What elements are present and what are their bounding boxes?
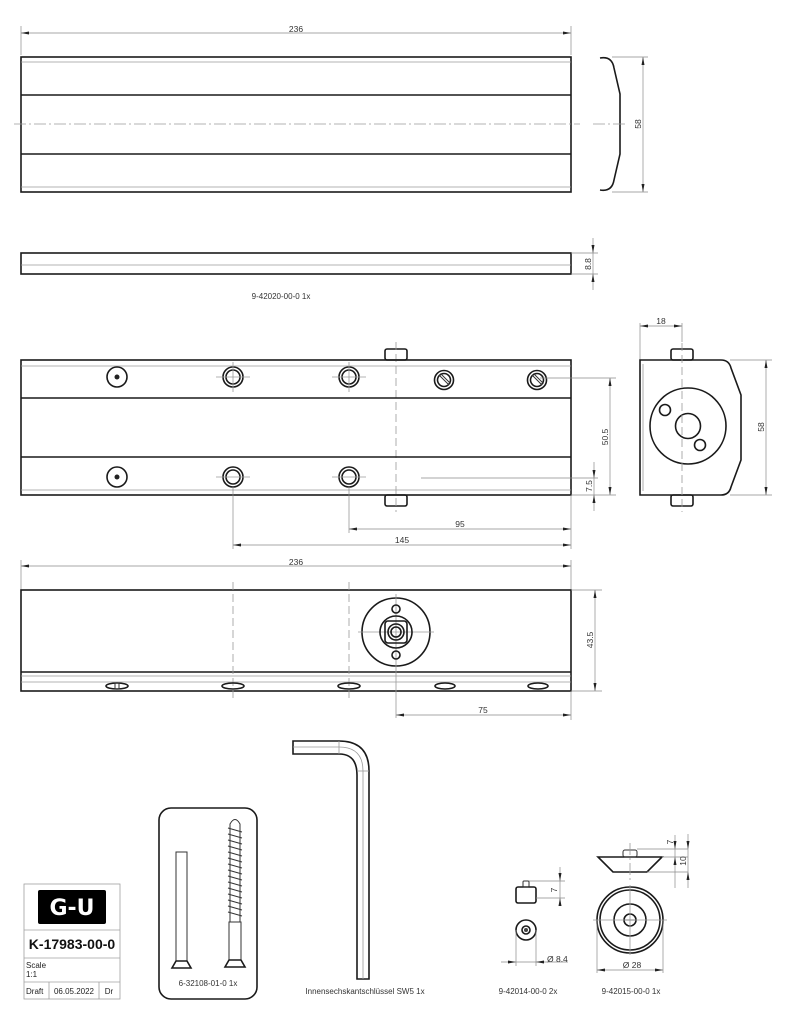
dim-cover-height: 58 bbox=[633, 119, 643, 129]
part-label-screws: 6-32108-01-0 1x bbox=[179, 979, 238, 988]
slotted-screw bbox=[433, 369, 455, 391]
dim-145: 145 bbox=[395, 535, 409, 545]
dim-bottom-length: 236 bbox=[289, 557, 303, 567]
scale-value: 1:1 bbox=[26, 970, 38, 979]
dim-large-cap-height: 10 bbox=[678, 856, 688, 866]
dim-cover-length: 236 bbox=[289, 24, 303, 34]
cover-side-view: 8.8 9-42020-00-0 1x bbox=[20, 238, 598, 301]
part-label-cover: 9-42020-00-0 1x bbox=[252, 292, 311, 301]
dim-large-cap-diameter: Ø 28 bbox=[623, 960, 642, 970]
dim-end-height: 58 bbox=[756, 422, 766, 432]
scale-label: Scale bbox=[26, 961, 47, 970]
large-cap-accessory: 7 10 Ø 28 9-42015-00-0 1x bbox=[593, 834, 690, 996]
cover-top-view: 236 58 bbox=[14, 24, 648, 193]
slotted-screw bbox=[526, 369, 548, 391]
part-label-hex-key: Innensechskantschlüssel SW5 1x bbox=[305, 987, 424, 996]
screws-accessory: 6-32108-01-0 1x bbox=[158, 807, 258, 1000]
dim-75: 75 bbox=[478, 705, 488, 715]
dim-small-cap-height: 7 bbox=[549, 887, 559, 892]
body-end-view: 18 58 bbox=[639, 316, 772, 512]
dim-bottom-height: 43.5 bbox=[585, 631, 595, 648]
dim-large-cap-top: 7 bbox=[665, 839, 675, 844]
body-front-view: 95 145 50.5 7.5 bbox=[20, 342, 616, 549]
dim-95: 95 bbox=[455, 519, 465, 529]
drawing-date: 06.05.2022 bbox=[54, 987, 95, 996]
body-bottom-view: 236 43.5 75 bbox=[20, 557, 602, 720]
title-block: G-U K-17983-00-0 Scale 1:1 Draft 06.05.2… bbox=[23, 883, 121, 1000]
dim-7-5: 7.5 bbox=[584, 480, 594, 492]
gu-logo: G-U bbox=[38, 890, 106, 924]
dim-small-cap-diameter: Ø 8.4 bbox=[547, 954, 568, 964]
small-cap-accessory: 7 Ø 8.4 9-42014-00-0 2x bbox=[499, 867, 568, 996]
drawing-number: K-17983-00-0 bbox=[29, 936, 116, 952]
part-label-large-cap: 9-42015-00-0 1x bbox=[602, 987, 661, 996]
dim-50-5: 50.5 bbox=[600, 428, 610, 445]
dim-cover-thickness: 8.8 bbox=[583, 258, 593, 270]
drawing-author: Dr bbox=[105, 987, 114, 996]
hex-key-accessory: Innensechskantschlüssel SW5 1x bbox=[292, 740, 425, 996]
drawing-status: Draft bbox=[26, 987, 44, 996]
dim-end-width: 18 bbox=[656, 316, 666, 326]
part-label-small-cap: 9-42014-00-0 2x bbox=[499, 987, 558, 996]
svg-text:G-U: G-U bbox=[49, 896, 94, 921]
